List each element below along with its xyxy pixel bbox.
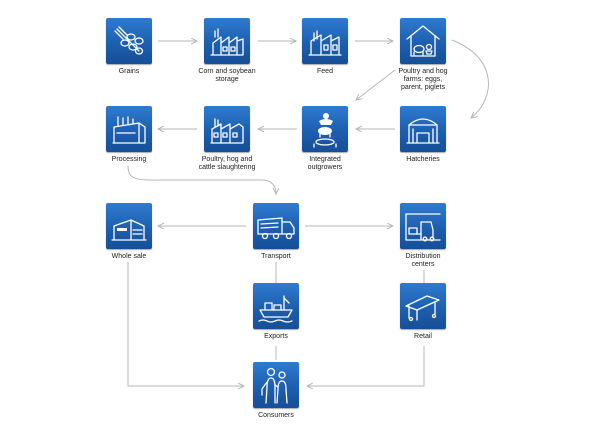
label-retail: Retail	[414, 333, 432, 340]
truck-icon	[257, 217, 295, 240]
label-grains: Grains	[118, 68, 140, 75]
forklift-icon	[405, 213, 441, 242]
people-icon	[261, 367, 288, 404]
label-corn-storage: Corn and soybean storage	[198, 68, 256, 83]
arrow-retail-consumers	[307, 346, 425, 386]
label-outgrowers: Integrated outgrowers	[307, 156, 343, 171]
tile-slaughtering	[204, 106, 250, 152]
grains-icon	[114, 26, 144, 55]
label-feed: Feed	[317, 68, 333, 75]
label-transport: Transport	[261, 253, 291, 260]
tile-grains	[106, 18, 152, 64]
animals-icon	[313, 113, 337, 148]
label-wholesale: Whole sale	[111, 253, 147, 260]
silo-icon	[210, 28, 244, 56]
farm-house-icon	[406, 25, 440, 57]
factory-icon	[112, 116, 146, 144]
tile-farms	[400, 18, 446, 64]
tile-outgrowers	[302, 106, 348, 152]
cart-icon	[405, 295, 440, 322]
arrow-farms-hatcheries	[451, 39, 489, 118]
barn-icon	[406, 118, 440, 144]
tile-transport	[253, 203, 299, 249]
tile-retail	[400, 283, 446, 329]
tile-corn-storage	[204, 18, 250, 64]
label-slaughtering: Poultry, hog and cattle slaughtering	[198, 156, 256, 171]
tile-processing	[106, 106, 152, 152]
tile-exports	[253, 283, 299, 329]
tile-hatcheries	[400, 106, 446, 152]
label-hatcheries: Hatcheries	[406, 156, 440, 163]
tile-consumers	[253, 362, 299, 408]
factory-icon	[210, 118, 244, 144]
feed-mill-icon	[308, 30, 342, 56]
label-processing: Processing	[111, 156, 147, 163]
label-consumers: Consumers	[258, 412, 294, 419]
tile-feed	[302, 18, 348, 64]
tile-distribution	[400, 203, 446, 249]
arrow-farms-outgrowers	[356, 69, 396, 100]
label-farms: Poultry and hog farms: eggs, parent, pig…	[398, 68, 448, 91]
tile-wholesale	[106, 203, 152, 249]
arrow-processing-transport	[127, 165, 276, 194]
label-exports: Exports	[264, 333, 288, 340]
warehouse-icon	[111, 219, 147, 241]
ship-icon	[258, 295, 293, 323]
label-distribution: Distribution centers	[405, 253, 441, 268]
arrow-wholesale-consumers	[127, 262, 244, 386]
